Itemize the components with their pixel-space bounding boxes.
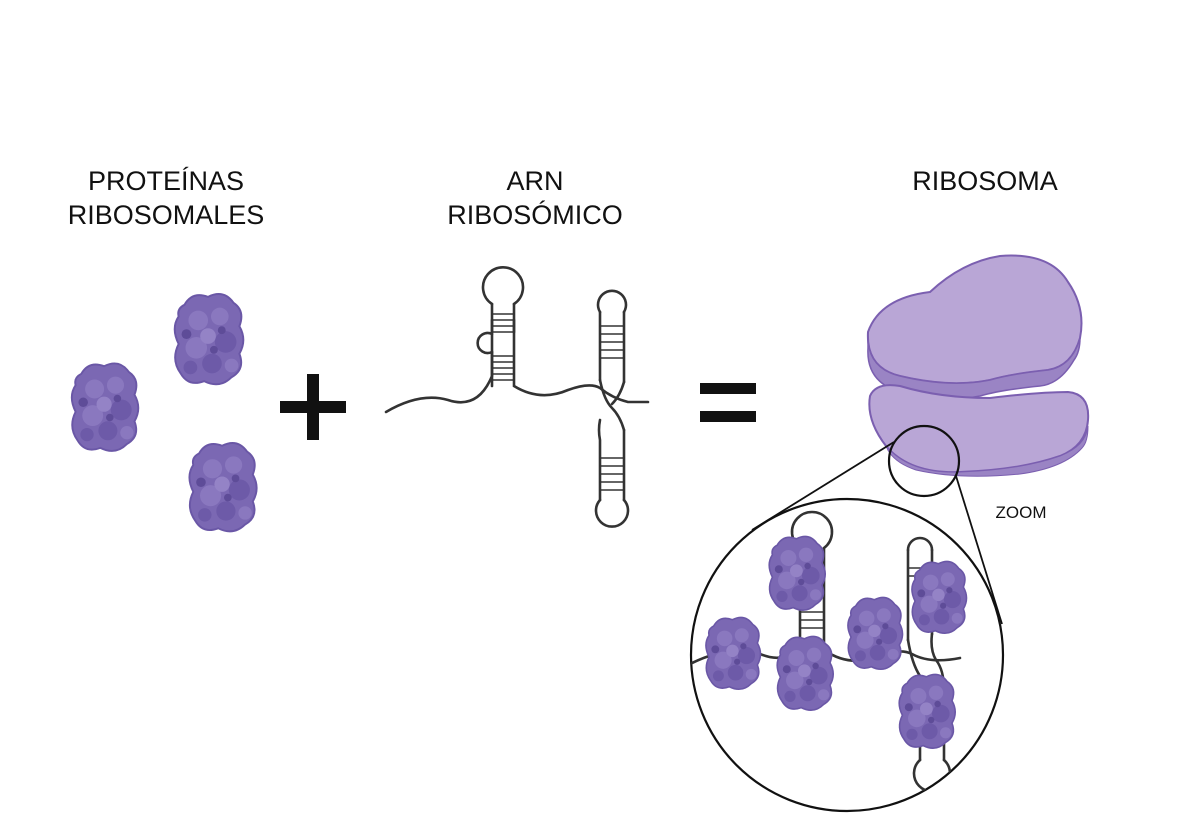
rna-label-line2: RIBOSÓMICO — [447, 199, 623, 230]
protein-icon — [776, 635, 835, 711]
rna-label-line1: ARN — [506, 166, 563, 196]
ribosome-icon — [866, 254, 1090, 477]
plus-operator — [280, 374, 346, 440]
protein-icon — [173, 293, 245, 386]
equals-operator — [700, 383, 756, 422]
ribosomal-proteins-group — [70, 293, 258, 533]
protein-icon — [70, 362, 140, 452]
proteins-label-line2: RIBOSOMALES — [68, 200, 265, 230]
protein-icon — [898, 673, 957, 749]
protein-icon — [768, 535, 827, 611]
ribosomal-rna-icon — [384, 266, 650, 528]
ribosome-label: RIBOSOMA — [912, 166, 1058, 196]
proteins-label-line1: PROTEÍNAS — [88, 166, 244, 196]
zoom-label: ZOOM — [996, 503, 1047, 522]
zoom-detail — [689, 497, 1005, 813]
zoom-connector-line — [955, 475, 1003, 625]
protein-icon — [188, 442, 258, 533]
zoom-source-circle — [887, 424, 961, 498]
protein-icon — [911, 560, 968, 635]
protein-icon — [705, 616, 762, 691]
protein-icon — [847, 596, 904, 671]
ribosome-large-subunit — [866, 254, 1083, 385]
